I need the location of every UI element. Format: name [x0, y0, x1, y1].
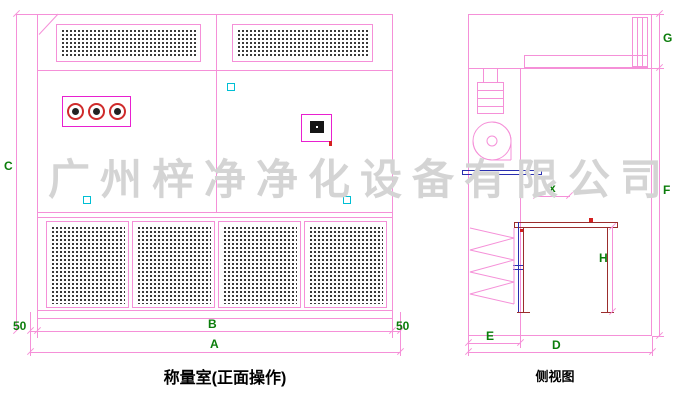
dimension-line-F [659, 68, 660, 336]
dim-label-h: H [599, 251, 608, 265]
bottom-perforated-grille [46, 221, 129, 308]
extension-line [16, 14, 37, 15]
front-view-title: 称量室(正面操作) [163, 370, 287, 387]
top-divider-line [37, 70, 393, 71]
dimension-line-A [30, 352, 401, 353]
dim-label-e: E [486, 329, 495, 343]
indicator-mark [520, 229, 523, 232]
filter-box-line [637, 17, 638, 67]
fan-icon [472, 121, 512, 161]
duct-connector [483, 68, 484, 82]
dim-label-x: x [549, 181, 556, 195]
worktop-edge [541, 170, 542, 175]
flex-duct-segment [477, 98, 504, 99]
dim-label-a: A [210, 337, 219, 351]
dim-label-f: F [663, 183, 671, 197]
cabinet-outline [37, 14, 393, 311]
watermark-text: 广州梓净净化设备有限公司 [48, 156, 673, 203]
desk-top-edge [514, 222, 515, 228]
top-perforated-grille [56, 24, 201, 62]
dim-label-left-margin: 50 [13, 319, 27, 333]
gauge-dial-icon [109, 103, 126, 120]
cabinet-base-line [37, 318, 393, 319]
desk-leg [523, 227, 524, 312]
control-panel [62, 96, 131, 127]
cabinet-base-edge [392, 311, 393, 319]
dimension-line-C [16, 14, 17, 331]
top-rear-filter-box [632, 17, 648, 67]
bottom-perforated-grille [218, 221, 301, 308]
worktop-line [462, 170, 542, 171]
extension-line [30, 312, 31, 356]
inner-partition-line [520, 68, 521, 336]
cyan-fitting [227, 83, 235, 91]
bottom-perforated-grille [132, 221, 215, 308]
dimension-line-H [612, 227, 613, 312]
post-bracket-mark [513, 265, 523, 266]
dim-label-g: G [663, 31, 673, 45]
display-dot [316, 126, 318, 128]
dimension-line-D [468, 352, 652, 353]
bottom-perforated-grille [304, 221, 387, 308]
front-post-line [518, 222, 519, 312]
dimension-line-x [536, 196, 570, 197]
desk-foot [517, 312, 530, 313]
dimension-line-B [30, 331, 401, 332]
desk-top-line [514, 222, 618, 223]
extension-line [468, 336, 469, 356]
worktop-edge [462, 170, 463, 175]
top-perforated-grille [232, 24, 373, 62]
indicator-mark [329, 141, 332, 146]
dim-label-d: D [552, 338, 561, 352]
desk-leg [607, 227, 608, 312]
gauge-dial-icon [67, 103, 84, 120]
indicator-mark [589, 218, 593, 222]
ceiling-plenum [524, 55, 648, 68]
desk-foot [601, 312, 614, 313]
side-outline [468, 14, 652, 336]
filter-zigzag-icon [469, 227, 515, 305]
center-divider-line [216, 14, 217, 212]
bottom-divider-line [37, 212, 393, 213]
cabinet-base-edge [37, 311, 38, 319]
worktop-line [462, 174, 542, 175]
gauge-dial-icon [88, 103, 105, 120]
dimension-line-G [659, 14, 660, 68]
duct-connector [497, 68, 498, 82]
extension-line [652, 336, 653, 356]
desk-top-line [514, 227, 618, 228]
flex-duct-segment [477, 106, 504, 107]
cyan-fitting [343, 196, 351, 204]
display-box [301, 114, 332, 142]
bottom-divider-line [37, 217, 393, 218]
side-top-divider [468, 68, 652, 69]
flex-duct-segment [477, 90, 504, 91]
desk-top-edge [617, 222, 618, 228]
post-bracket-mark [513, 269, 523, 270]
display-screen [310, 121, 324, 133]
extension-line [400, 312, 401, 356]
cyan-fitting [83, 196, 91, 204]
side-view-title: 侧视图 [535, 369, 575, 384]
filter-box-line [642, 17, 643, 67]
dim-label-c: C [4, 159, 13, 173]
dimension-line-E [468, 343, 520, 344]
dim-label-right-margin: 50 [396, 319, 410, 333]
dim-label-b: B [208, 317, 217, 331]
